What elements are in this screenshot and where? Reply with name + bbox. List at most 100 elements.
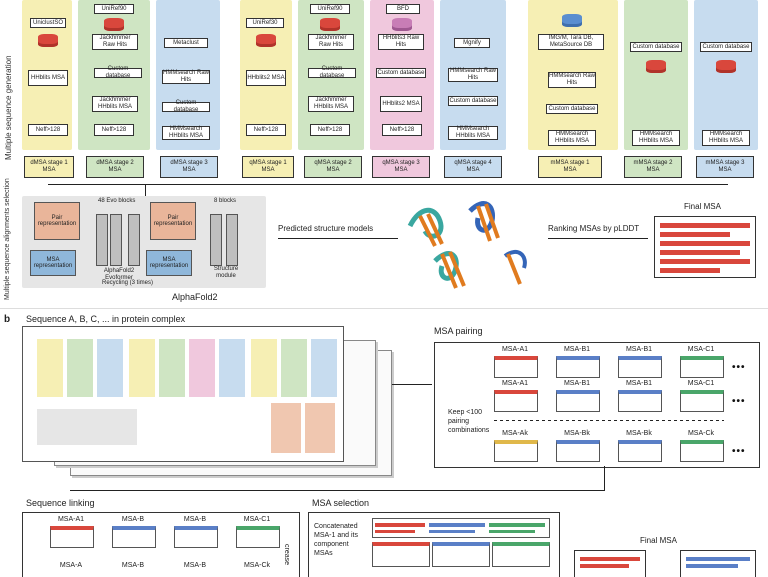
pair-r1-a: MSA-A1 [501, 346, 529, 353]
side-label-generation: Multiple sequence generation [4, 55, 13, 160]
qmsa-c3-custom: Custom database [376, 68, 426, 78]
database-icon [320, 18, 340, 31]
final-msa-a [654, 216, 756, 278]
component-msa [492, 542, 550, 567]
database-icon [716, 60, 736, 73]
qmsa-stage-1: qMSA stage 1 MSA [242, 156, 294, 178]
msa-box [680, 390, 724, 412]
section-b-letter: b [4, 314, 11, 325]
database-icon [392, 18, 412, 31]
dashed-divider [494, 420, 724, 421]
side-label-selection: Multiple sequence alignments selection [4, 178, 11, 300]
ranking-label: Ranking MSAs by pLDDT [548, 224, 640, 233]
final-msa-b-left [574, 550, 646, 577]
merge-arrow [145, 184, 146, 196]
arrow-line [278, 238, 398, 239]
dmsa-stage-1: dMSA stage 1 MSA [24, 156, 74, 178]
merge-line [48, 184, 728, 185]
mmsa-col-2 [624, 0, 688, 150]
msa-box [174, 526, 218, 548]
qmsa-c2-neff: Neff>128 [310, 124, 350, 136]
link-r1-b: MSA-B [121, 516, 145, 523]
ellipsis: ••• [732, 362, 746, 373]
qmsa-c4-mg: Mgnify [454, 38, 490, 48]
predicted-label: Predicted structure models [278, 224, 374, 233]
increase-label: crease [283, 544, 290, 566]
msa-box [680, 356, 724, 378]
dmsa-c2-jack2: Jackhmmer HHblits MSA [92, 96, 138, 112]
database-icon [104, 18, 124, 31]
mmsa-c2-hmm2: HMMsearch HHblits MSA [632, 130, 680, 146]
link-r2-c: MSA-Ck [243, 562, 271, 569]
mmsa-c1-db: IMG/M, Tara DB, MetaSource DB [538, 34, 604, 50]
pair-r2-a: MSA-A1 [501, 380, 529, 387]
af2-evo-blocks: 48 Evo blocks [98, 198, 136, 204]
msa-box [618, 356, 662, 378]
evo-block-icon [96, 214, 108, 266]
msa-box [494, 390, 538, 412]
keep-text: Keep <100 pairing combinations [448, 409, 490, 434]
structure-block-icon [210, 214, 222, 266]
dmsa-c1-neff: Neff>128 [28, 124, 68, 136]
qmsa-c4-hmm2: HMMsearch HHblits MSA [448, 126, 498, 140]
final-msa-a-label: Final MSA [684, 202, 721, 211]
mmsa-stage-2: mMSA stage 2 MSA [624, 156, 682, 178]
qmsa-c1-neff: Neff>128 [246, 124, 286, 136]
msa-box [556, 440, 600, 462]
database-icon [562, 14, 582, 27]
dmsa-c3-custom: Custom database [162, 100, 210, 113]
section-b-title: Sequence A, B, C, ... in protein complex [26, 314, 186, 324]
dmsa-stage-3: dMSA stage 3 MSA [160, 156, 218, 178]
concat-msa-bar [372, 518, 550, 538]
dmsa-c3-hmm: HMMsearch Raw Hits [162, 70, 210, 84]
dmsa-c2-custom: Custom database [94, 66, 142, 79]
link-r1-c: MSA-C1 [243, 516, 271, 523]
pair-r1-c: MSA-C1 [687, 346, 715, 353]
dmsa-c1-db: UniclustSO [30, 18, 66, 28]
af2-msa-rep-2: MSA representation [146, 250, 192, 276]
component-msa [372, 542, 430, 567]
mmsa-c2-custom: Custom database [630, 42, 682, 52]
dmsa-c2-jack: Jackhmmer Raw Hits [92, 34, 138, 50]
msa-box [494, 356, 538, 378]
dmsa-c2-db: UniRef90 [94, 4, 134, 14]
return-line-v [604, 466, 605, 491]
qmsa-c2-custom: Custom database [308, 66, 356, 79]
database-icon [646, 60, 666, 73]
qmsa-c3-neff: Neff>128 [382, 124, 422, 136]
af2-name: AlphaFold2 [172, 292, 218, 302]
dmsa-c2-neff: Neff>128 [94, 124, 134, 136]
pair-r2-b: MSA-B1 [563, 380, 591, 387]
msa-box [556, 356, 600, 378]
qmsa-c3-hh: HHblits3 Raw Hits [378, 34, 424, 50]
arrow-line [392, 384, 432, 385]
arrow-line [548, 238, 648, 239]
msa-box [494, 440, 538, 462]
mmsa-c1-hmm2: HMMsearch HHblits MSA [548, 130, 596, 146]
protein-structures-icon [407, 201, 527, 289]
return-line [70, 490, 604, 491]
pair-r3-a: MSA-Ak [502, 430, 528, 437]
qmsa-c2-jack: Jackhmmer Raw Hits [308, 34, 354, 50]
ellipsis: ••• [732, 446, 746, 457]
component-msa [432, 542, 490, 567]
af2-structure: Structure module [213, 266, 239, 279]
mmsa-c3-hmm2: HMMsearch HHblits MSA [702, 130, 750, 146]
pair-r3-c: MSA-Ck [687, 430, 715, 437]
dmsa-stage-2: dMSA stage 2 MSA [86, 156, 144, 178]
qmsa-stage-2: qMSA stage 2 MSA [304, 156, 362, 178]
link-r2-b2: MSA-B [183, 562, 207, 569]
pair-r2-b2: MSA-B1 [625, 380, 653, 387]
pair-r3-b: MSA-Bk [564, 430, 590, 437]
msa-box [112, 526, 156, 548]
pipeline-thumbnail [22, 326, 344, 462]
qmsa-c3-hh2: HHblits2 MSA [380, 96, 422, 112]
dmsa-c3-meta: Metaclust [164, 38, 208, 48]
msa-pairing-title: MSA pairing [434, 326, 483, 336]
qmsa-c4-hmm: HMMsearch Raw Hits [448, 68, 498, 82]
msa-box [680, 440, 724, 462]
evo-block-icon [128, 214, 140, 266]
msa-selection-title: MSA selection [312, 498, 370, 508]
pair-r2-c: MSA-C1 [687, 380, 715, 387]
final-msa-b-right [680, 550, 756, 577]
